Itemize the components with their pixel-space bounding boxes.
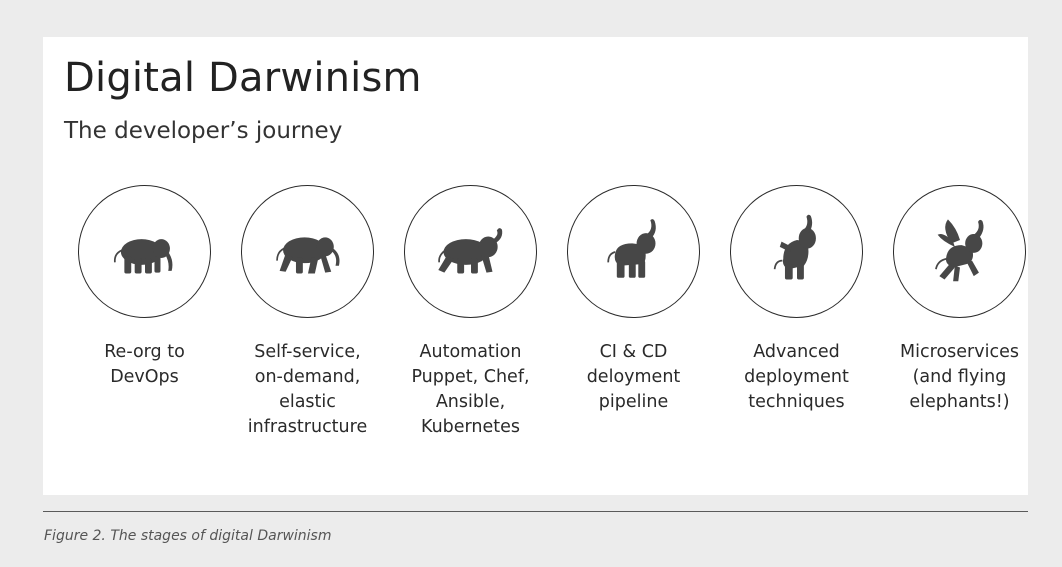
stage-5-label: Advanced deployment techniques xyxy=(744,342,849,412)
elephant-trumpeting-icon xyxy=(437,227,502,273)
elephant-walking-icon xyxy=(275,236,340,273)
diagram-title: Digital Darwinism xyxy=(64,55,422,101)
stage-2-circle xyxy=(241,185,374,318)
diagram-card: Digital Darwinism The developer’s journe… xyxy=(43,37,1028,495)
stage-1-circle xyxy=(78,185,211,318)
stage-4-circle xyxy=(567,185,700,318)
stage-3-circle xyxy=(404,185,537,318)
stage-1-label: Re-org to DevOps xyxy=(104,342,185,387)
stage-6-label: Microservices (and flying elephants!) xyxy=(900,342,1019,412)
caption-divider xyxy=(43,511,1028,512)
stage-4-label: CI & CD deloyment pipeline xyxy=(586,342,681,412)
elephant-flying-icon xyxy=(934,218,984,281)
stage-5: Advanced deployment techniques xyxy=(715,185,878,415)
stage-3-label: Automation Puppet, Chef, Ansible, Kubern… xyxy=(411,342,530,437)
stage-2-label: Self-service, on-demand, elastic infrast… xyxy=(247,342,368,437)
stage-4: CI & CD deloyment pipeline xyxy=(552,185,715,415)
stage-6-circle xyxy=(893,185,1026,318)
stage-2: Self-service, on-demand, elastic infrast… xyxy=(226,185,389,440)
elephant-rearing-icon xyxy=(773,214,816,280)
diagram-subtitle: The developer’s journey xyxy=(64,118,343,144)
stage-6: Microservices (and flying elephants!) xyxy=(878,185,1041,415)
stage-1: Re-org to DevOps xyxy=(63,185,226,390)
stage-row: Re-org to DevOps xyxy=(43,185,1028,485)
elephant-small-icon xyxy=(113,238,172,273)
elephant-trunk-raised-icon xyxy=(606,218,656,278)
stage-5-circle xyxy=(730,185,863,318)
stage-3: Automation Puppet, Chef, Ansible, Kubern… xyxy=(389,185,552,440)
figure-caption: Figure 2. The stages of digital Darwinis… xyxy=(44,528,332,544)
